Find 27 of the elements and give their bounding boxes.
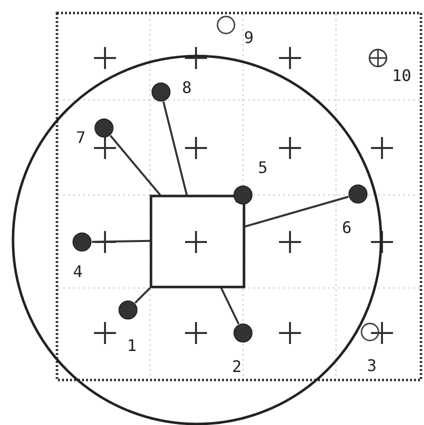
crossed-point — [368, 48, 388, 68]
filled-point — [233, 323, 253, 343]
connector-line — [110, 135, 161, 196]
connector-line — [162, 101, 188, 196]
point-number: 9 — [244, 30, 254, 46]
point-number: 3 — [367, 358, 377, 374]
connector-line — [92, 240, 150, 243]
filled-point — [348, 184, 368, 204]
point-number: 2 — [232, 359, 242, 375]
connector-line — [134, 287, 151, 304]
point-number: 7 — [76, 130, 86, 146]
open-point — [216, 15, 236, 35]
point-number: 10 — [392, 68, 412, 84]
filled-point — [94, 118, 114, 138]
point-number: 4 — [73, 264, 83, 280]
point-number: 1 — [127, 338, 137, 354]
filled-point — [233, 185, 253, 205]
filled-point — [151, 82, 171, 102]
center-square — [150, 195, 245, 288]
connector-line — [220, 288, 240, 324]
point-number: 6 — [342, 220, 352, 236]
point-number: 5 — [258, 160, 268, 176]
connector-line — [244, 196, 349, 228]
open-point — [360, 322, 380, 342]
filled-point — [118, 300, 138, 320]
filled-point — [72, 232, 92, 252]
point-number: 8 — [182, 80, 192, 96]
